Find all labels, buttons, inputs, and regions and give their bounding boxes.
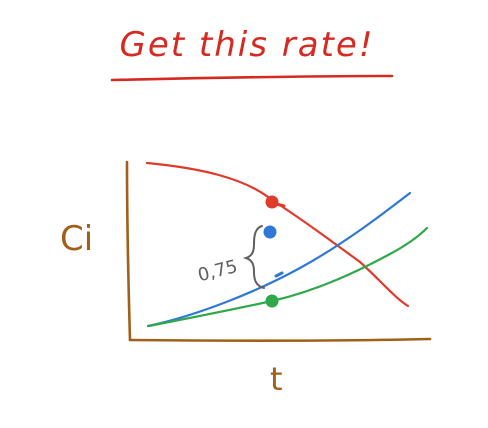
y-axis-label: Ci: [60, 219, 93, 259]
brace: [242, 225, 265, 289]
blue-point: [263, 225, 277, 239]
blue-curve: [146, 191, 412, 328]
green-curve: [147, 226, 429, 328]
title-text: Get this rate!: [120, 25, 375, 65]
red-point: [265, 195, 279, 209]
title-underline: [110, 74, 394, 82]
y-axis: [125, 160, 132, 342]
red-point-mark: [274, 202, 286, 208]
red-curve: [145, 161, 410, 308]
annotation-value: 0,75: [196, 256, 240, 286]
x-axis: [128, 337, 432, 342]
x-axis-label: t: [270, 360, 283, 398]
green-point: [265, 294, 279, 308]
blue-curve-tick: [274, 271, 284, 278]
